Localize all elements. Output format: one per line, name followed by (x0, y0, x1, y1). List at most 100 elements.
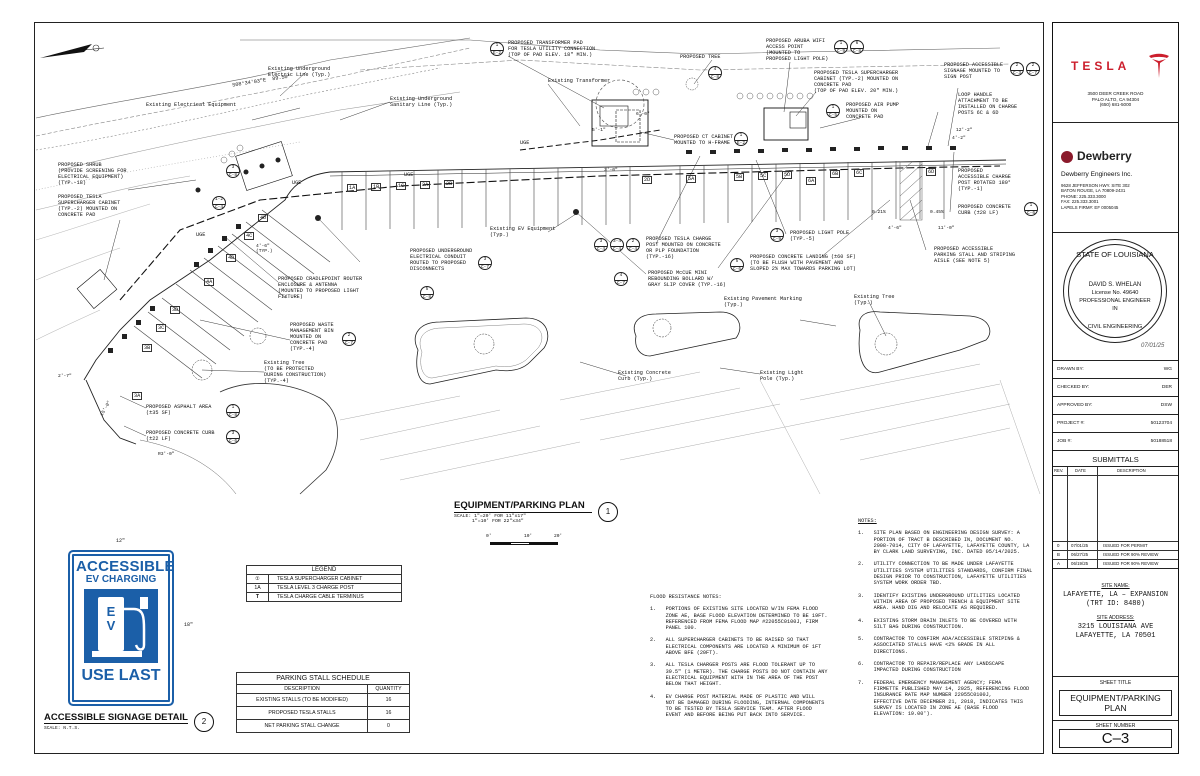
seal-license: License No. 49640 (1091, 290, 1139, 296)
drawn-by-value: WG (1163, 367, 1172, 372)
submittal-rev: A (1057, 561, 1060, 566)
leader-lines (103, 55, 959, 437)
pe-seal: STATE OF LOUISIANA DAVID S. WHELAN Licen… (1063, 239, 1167, 343)
pe-seal-section: STATE OF LOUISIANA DAVID S. WHELAN Licen… (1053, 233, 1178, 361)
dim-text: 3'-0" (604, 168, 618, 173)
ug-label: UGE (404, 172, 414, 178)
sign-line-accessible: ACCESSIBLE (76, 558, 175, 575)
north-stall-lines (341, 161, 945, 230)
plan-scale-2: 1"=10' FOR 22"x34" (472, 519, 524, 524)
dim-text: 11'-0" (938, 226, 955, 231)
stall-label-5B: 5B (734, 173, 745, 181)
stall-label-6A: 6A (806, 177, 817, 185)
stall-label-1C: 1C (396, 182, 407, 190)
callout-router: PROPOSED CRADLEPOINT ROUTER ENCLOSURE & … (278, 276, 363, 300)
sheet-number-label: SHEET NUMBER (1095, 723, 1136, 729)
callout-existing-ug-electric: Existing Underground Electric Line (Typ.… (268, 66, 331, 78)
schedule-header: DESCRIPTION (236, 684, 368, 694)
ug-label: UGE (196, 232, 206, 238)
site-address-label: SITE ADDRESS: (1096, 615, 1135, 621)
flood-notes: FLOOD RESISTANCE NOTES: 1. PORTIONS OF E… (650, 594, 846, 719)
seal-signature: 07/01/25 (1141, 343, 1165, 349)
approved-by-row: APPROVED BY: DSW (1053, 397, 1178, 415)
southwest-stall-lines (133, 209, 331, 379)
note-item: 1. SITE PLAN BASED ON ENGINEERING DESIGN… (858, 530, 1030, 556)
signage-detail-title: ACCESSIBLE SIGNAGE DETAIL (44, 712, 188, 724)
legend-title: LEGEND (246, 565, 402, 575)
job-label: JOB #: (1057, 439, 1072, 444)
callout-accessible-signage: PROPOSED ACCESSIBLE SIGNAGE MOUNTED TO S… (944, 62, 1004, 80)
stall-label-5C: 5C (758, 172, 769, 180)
callout-loop-handle: LOOP HANDLE ATTACHMENT TO BE INSTALLED O… (958, 92, 1018, 116)
submittal-desc: ISSUED FOR 90% REVIEW (1103, 552, 1159, 557)
stall-label-1A: 1A (347, 184, 358, 192)
flood-note-item: 4. EV CHARGE POST MATERIAL MADE OF PLAST… (650, 693, 825, 719)
legend-label: TESLA SUPERCHARGER CABINET (268, 574, 402, 584)
north-arrow-icon (40, 44, 105, 58)
stall-label-4A: 4A (204, 278, 215, 286)
dim-text: 5'-1" (592, 128, 606, 133)
stall-label-5D: 5D (782, 171, 793, 179)
site-name-label: SITE NAME: (1101, 583, 1130, 589)
job-row: JOB #: 50188518 (1053, 433, 1178, 451)
tesla-address: 3500 DEER CREEK ROAD PALO ALTO, CA 94304… (1087, 91, 1144, 108)
legend-label: TESLA CHARGE CABLE TERMINUS (268, 592, 402, 602)
submittals-header: DATE (1075, 468, 1086, 473)
dewberry-sub: Dewberry Engineers Inc. (1061, 171, 1133, 178)
existing-tree-icons (191, 77, 898, 381)
plan-scale-1: SCALE: 1"=20' FOR 11"x17" (454, 514, 526, 519)
stall-label-5A: 5A (686, 175, 697, 183)
approved-by-label: APPROVED BY: (1057, 403, 1093, 408)
project-row: PROJECT #: 50123704 (1053, 415, 1178, 433)
approved-by-value: DSW (1160, 403, 1172, 408)
ug-label: UGE (520, 140, 530, 146)
callout-existing-tree-top: Existing Tree (Typ.) (854, 294, 895, 306)
charger-icon (98, 597, 124, 651)
parking-stall-schedule: PARKING STALL SCHEDULE DESCRIPTION QUANT… (236, 672, 410, 733)
flood-note-item: 1. PORTIONS OF EXISTING SITE LOCATED W/I… (650, 606, 828, 632)
legend-label: TESLA LEVEL 3 CHARGE POST (268, 583, 402, 593)
schedule-cell: 0 (367, 719, 410, 733)
schedule-cell: EXISTING STALLS (TO BE MODIFIED) (236, 693, 368, 707)
callout-concrete-landing: PROPOSED CONCRETE LANDING (±60 SF) (TO B… (750, 254, 856, 272)
callout-aruba-wifi: PROPOSED ARUBA WIFI ACCESS POINT (MOUNTE… (766, 38, 829, 62)
flood-note-item: 3. ALL TESLA CHARGER POSTS ARE FLOOD TOL… (650, 662, 828, 688)
stall-label-3B: 3B (142, 344, 153, 352)
notes-title: NOTES: (858, 518, 877, 524)
schedule-cell: PROPOSED TESLA STALLS (236, 706, 368, 720)
callout-light-pole: PROPOSED LIGHT POLE (TYP.-5) (790, 230, 850, 242)
seal-title: PROFESSIONAL ENGINEER (1079, 298, 1151, 304)
flood-notes-title: FLOOD RESISTANCE NOTES: (650, 594, 722, 600)
charge-post-icons (108, 146, 956, 353)
tesla-t-icon (1149, 53, 1169, 78)
callout-existing-ev-equipment: Existing EV Equipment (Typ.) (490, 226, 556, 238)
stall-label-4D: 4D (258, 214, 269, 222)
callout-concrete-curb-left: PROPOSED CONCRETE CURB (±22 LF) (146, 430, 215, 442)
dewberry-section: Dewberry Dewberry Engineers Inc. 9628 JE… (1053, 123, 1178, 233)
seal-name: DAVID S. WHELAN (1088, 282, 1142, 288)
stall-label-4C: 4C (244, 232, 255, 240)
dim-text: 6'-0" (636, 112, 650, 117)
dim-text: 0.21% (872, 210, 886, 215)
dim-text: R3'-0" (158, 452, 175, 457)
callout-waste-bin: PROPOSED WASTE MANAGEMENT BIN MOUNTED ON… (290, 322, 334, 352)
submittal-date: 06/19/25 (1071, 561, 1089, 566)
submittal-rev: B (1057, 552, 1060, 557)
sheet-title-label: SHEET TITLE (1099, 680, 1132, 686)
seal-in: IN (1112, 306, 1118, 312)
signage-detail-scale: SCALE: N.T.S. (44, 726, 80, 731)
callout-charge-post-rotated: PROPOSED ACCESSIBLE CHARGE POST ROTATED … (958, 168, 1011, 192)
dewberry-address: 9628 JEFFERSON HWY. SITE 302 BATON ROUGE… (1061, 183, 1130, 210)
